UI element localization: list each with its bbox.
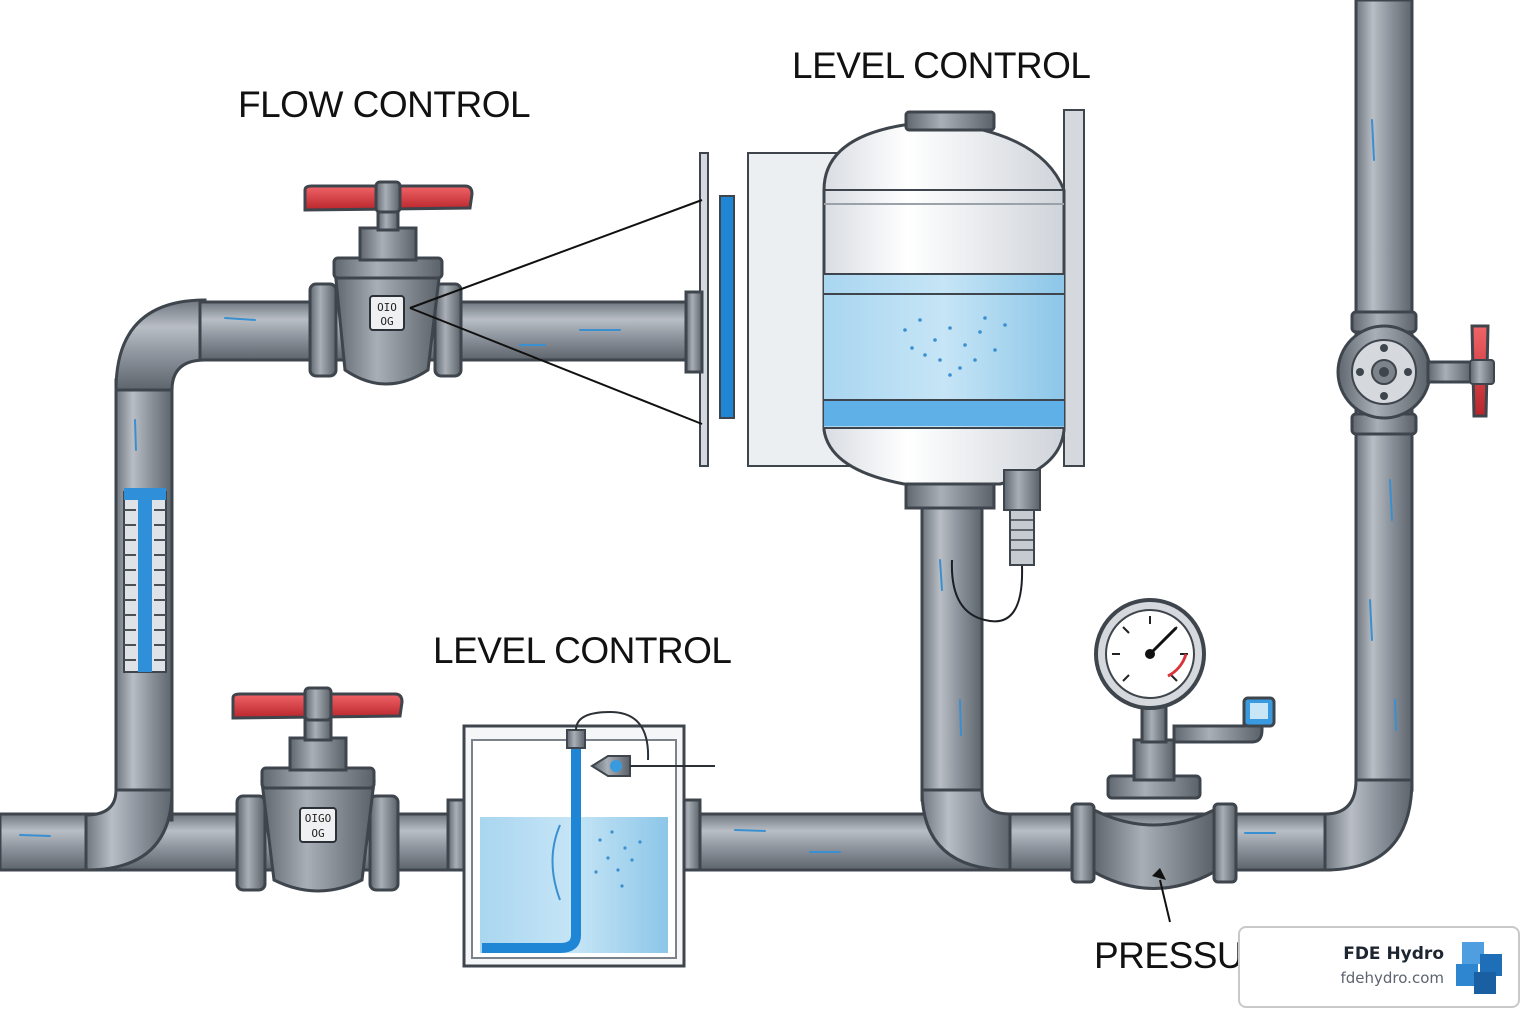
level-control-bottom-label: LEVEL CONTROL xyxy=(433,630,732,671)
right-ball-valve xyxy=(1336,310,1474,436)
svg-text:OIO: OIO xyxy=(377,301,397,314)
drain-elbow xyxy=(920,788,1012,872)
bottom-left-elbow xyxy=(84,788,174,872)
bottom-valve-handle-icon[interactable] xyxy=(231,686,404,722)
flow-control-valve: OIO OG xyxy=(308,203,463,386)
tank-drain-pipe xyxy=(920,498,984,802)
level-control-tank xyxy=(446,710,715,968)
water-streaks xyxy=(19,119,1397,853)
bottom-gate-valve: OIGO OG xyxy=(235,710,400,893)
level-control-top-label: LEVEL CONTROL xyxy=(792,45,1091,86)
svg-text:OG: OG xyxy=(311,827,324,840)
svg-text:OG: OG xyxy=(380,315,393,328)
brand-name: FDE Hydro xyxy=(1343,944,1444,964)
callout-lines xyxy=(409,199,703,425)
level-control-vessel xyxy=(684,109,1085,623)
brand-logo-icon xyxy=(1456,942,1502,994)
pressure-check-valve xyxy=(1070,696,1276,923)
bottom-right-elbow xyxy=(1323,778,1414,872)
sight-glass xyxy=(123,488,167,673)
flow-control-label: FLOW CONTROL xyxy=(238,84,530,125)
valve-handle-icon[interactable] xyxy=(303,180,474,214)
top-left-elbow xyxy=(114,298,207,392)
right-valve-handle-icon[interactable] xyxy=(1469,324,1495,418)
pressure-gauge xyxy=(1094,598,1206,710)
brand-url[interactable]: fdehydro.com xyxy=(1340,969,1445,987)
svg-text:OIGO: OIGO xyxy=(305,812,332,825)
brand-badge[interactable]: FDE Hydro fdehydro.com xyxy=(1238,926,1520,1008)
